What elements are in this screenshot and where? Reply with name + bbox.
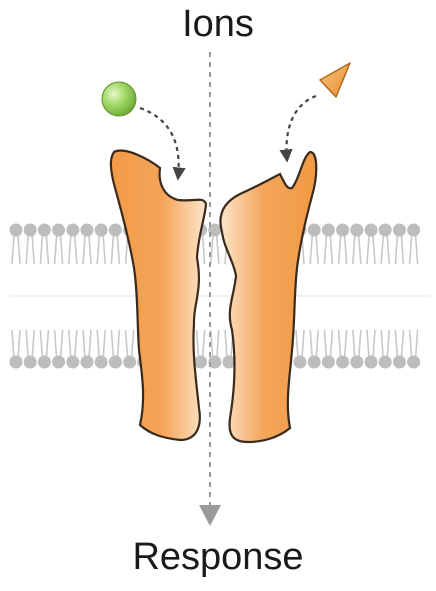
lipid-tail (367, 236, 375, 264)
lipid-tail (296, 330, 304, 358)
lipid-head (109, 224, 122, 237)
lipid-tail (410, 330, 418, 358)
lipid-tail (324, 236, 332, 264)
channel-left-subunit (111, 151, 206, 440)
lipid-tail (12, 236, 20, 264)
lipid-head (365, 356, 378, 369)
lipid-tail (40, 236, 48, 264)
lipid-tail (26, 330, 34, 358)
lipid-head (194, 356, 207, 369)
ligand-triangle-binding-arrow (286, 96, 316, 160)
lipid-tail (69, 236, 77, 264)
lipid-head (95, 224, 108, 237)
lipid-tail (97, 236, 105, 264)
lipid-tail (126, 330, 134, 358)
lipid-head (52, 356, 65, 369)
lipid-tail (324, 330, 332, 358)
lipid-tail (97, 330, 105, 358)
ion-flow-arrowhead (199, 505, 221, 526)
lipid-head (81, 356, 94, 369)
lipid-head (294, 356, 307, 369)
lipid-tail (211, 236, 219, 264)
lipid-tail (211, 330, 219, 358)
lipid-tail (410, 236, 418, 264)
lipid-tail (83, 236, 91, 264)
lipid-head (24, 224, 37, 237)
lipid-tail (381, 330, 389, 358)
lipid-head (66, 356, 79, 369)
lipid-head (10, 356, 23, 369)
lipid-tail (55, 330, 63, 358)
lipid-tail (197, 330, 205, 358)
lipid-head (379, 356, 392, 369)
lipid-head (322, 224, 335, 237)
lipid-head (109, 356, 122, 369)
ligand-triangle (320, 63, 350, 97)
lipid-bilayer (10, 224, 431, 369)
lipid-tail (55, 236, 63, 264)
lipid-head (52, 224, 65, 237)
lipid-tail (69, 330, 77, 358)
ions-label: Ions (0, 2, 436, 46)
lipid-tail (381, 236, 389, 264)
lipid-head (365, 224, 378, 237)
lipid-tail (111, 330, 119, 358)
lipid-head (336, 356, 349, 369)
lipid-tail (111, 236, 119, 264)
lipid-tail (310, 236, 318, 264)
lipid-tail (339, 330, 347, 358)
response-label: Response (0, 535, 436, 579)
lipid-head (350, 224, 363, 237)
lipid-head (123, 356, 136, 369)
lipid-tail (83, 330, 91, 358)
lipid-head (38, 356, 51, 369)
lipid-tail (395, 330, 403, 358)
lipid-tail (310, 330, 318, 358)
lipid-head (393, 224, 406, 237)
lipid-head (407, 356, 420, 369)
lipid-tail (40, 330, 48, 358)
lipid-head (407, 224, 420, 237)
lipid-head (336, 224, 349, 237)
lipid-tail (339, 236, 347, 264)
lipid-head (10, 224, 23, 237)
lipid-tail (367, 330, 375, 358)
lipid-head (95, 356, 108, 369)
ligand-circle (102, 82, 136, 116)
lipid-tail (353, 236, 361, 264)
lipid-tail (26, 236, 34, 264)
lipid-head (322, 356, 335, 369)
lipid-head (24, 356, 37, 369)
lipid-head (379, 224, 392, 237)
lipid-head (308, 224, 321, 237)
lipid-head (81, 224, 94, 237)
lipid-head (308, 356, 321, 369)
lipid-head (350, 356, 363, 369)
lipid-tail (395, 236, 403, 264)
lipid-tail (12, 330, 20, 358)
lipid-head (66, 224, 79, 237)
channel-right-subunit (220, 152, 316, 442)
lipid-head (38, 224, 51, 237)
lipid-tail (353, 330, 361, 358)
lipid-head (393, 356, 406, 369)
